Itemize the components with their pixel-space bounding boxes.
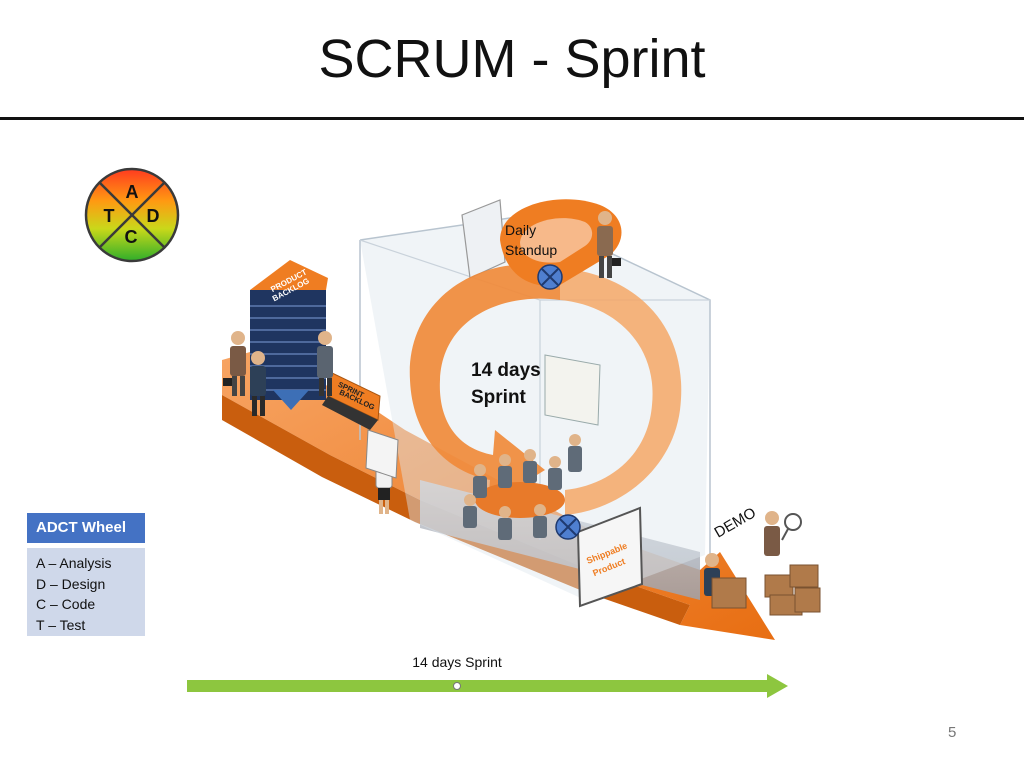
shippable-board [576, 506, 644, 608]
standup-board [461, 199, 506, 279]
timeline-arrowhead [767, 674, 788, 698]
x-marker-icon [555, 514, 581, 540]
daily-standup-label-2: Standup [505, 242, 557, 258]
legend-item: D – Design [36, 575, 106, 592]
person-icon [223, 331, 246, 396]
person-icon [597, 211, 621, 278]
cycle-arrow-left [409, 264, 560, 505]
people [223, 211, 821, 616]
slide-number: 5 [948, 724, 957, 741]
legend-item: A – Analysis [36, 555, 112, 571]
x-marker-icon [537, 264, 563, 290]
timeline-bar [187, 680, 767, 692]
legend-item: C – Code [36, 596, 96, 612]
standup-loop-inner [520, 218, 593, 263]
legend-item: T – Test [36, 616, 86, 633]
wheel-letter-t: T [104, 206, 115, 226]
timeline-midpoint [453, 682, 461, 690]
adct-wheel: A T D C [84, 167, 180, 263]
backlog-down-arrow [273, 390, 309, 410]
demo-label: DEMO [712, 504, 759, 541]
sprint-label-2: Sprint [471, 387, 527, 408]
wheel-letter-c: C [125, 227, 138, 247]
backlog-stack-top [250, 260, 328, 290]
flow-path-side [222, 395, 690, 625]
wheel-letter-a: A [126, 182, 139, 202]
sprint-cycle-arrow [409, 199, 682, 515]
title-divider [0, 117, 1024, 120]
cycle-arrow-right [560, 268, 682, 515]
meeting-people [463, 434, 582, 540]
person-icon [250, 351, 266, 416]
wheel-letter-d: D [147, 206, 160, 226]
timeline-label: 14 days Sprint [412, 654, 502, 670]
wheel-cross-line [98, 181, 166, 249]
room-edge [359, 214, 711, 555]
sprint-backlog-sign: SPRINT BACKLOG [322, 371, 381, 430]
daily-standup-label-1: Daily [505, 222, 536, 238]
timeline-arrow: 14 days Sprint [187, 654, 788, 698]
shippable-product-sign: Shippable Product [576, 506, 644, 608]
flipchart [365, 429, 399, 479]
legend-header: ADCT Wheel [27, 513, 145, 543]
sprint-backlog-arrow [322, 396, 378, 430]
legend-body: A – Analysis D – Design C – Code T – Tes… [27, 548, 145, 636]
wall-board [544, 354, 601, 426]
slide-title: SCRUM - Sprint [318, 29, 706, 89]
person-icon [764, 511, 802, 556]
sprint-label-1: 14 days [471, 360, 541, 381]
shipping-boxes [711, 564, 821, 616]
person-icon [317, 331, 333, 396]
